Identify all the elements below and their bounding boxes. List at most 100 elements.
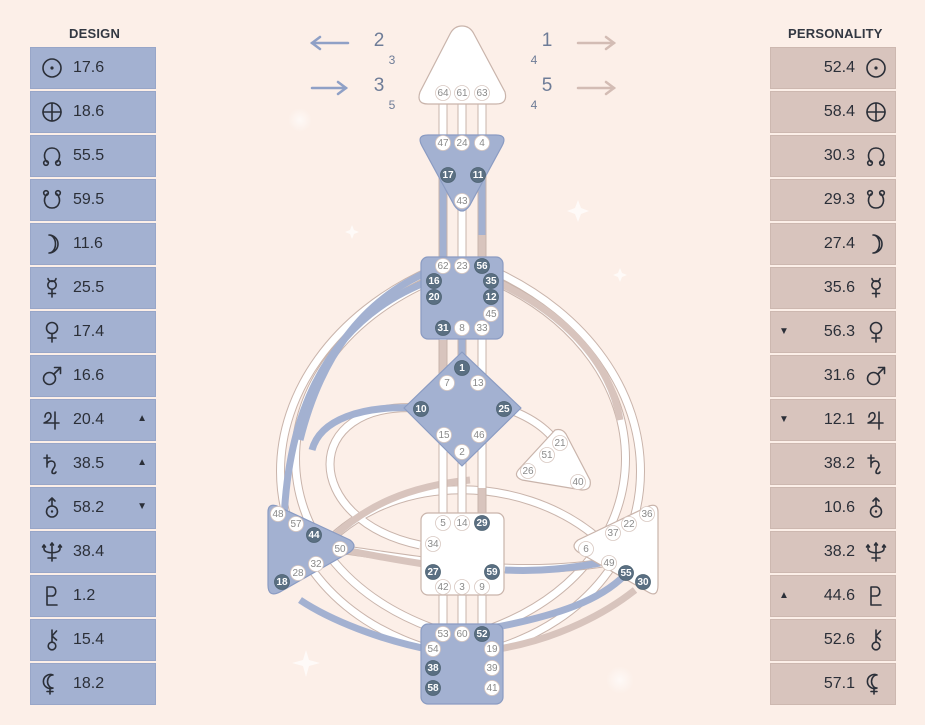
gate-34[interactable]: 34 [425, 536, 441, 552]
gate-63[interactable]: 63 [474, 85, 490, 101]
gate-59[interactable]: 59 [484, 564, 500, 580]
gate-number: 21 [554, 438, 566, 449]
personality-row-saturn[interactable]: 38.2 [770, 443, 896, 485]
gate-3[interactable]: 3 [454, 579, 470, 595]
gate-number: 17 [442, 170, 454, 181]
design-row-sun[interactable]: 17.6 [30, 47, 156, 89]
design-row-neptune[interactable]: 38.4 [30, 531, 156, 573]
gate-7[interactable]: 7 [439, 375, 455, 391]
gate-20[interactable]: 20 [426, 289, 442, 305]
gate-64[interactable]: 64 [435, 85, 451, 101]
gate-44[interactable]: 44 [306, 527, 322, 543]
personality-row-moon[interactable]: 27.4 [770, 223, 896, 265]
gate-11[interactable]: 11 [470, 167, 486, 183]
gate-56[interactable]: 56 [474, 258, 490, 274]
personality-row-south-node[interactable]: 29.3 [770, 179, 896, 221]
gate-48[interactable]: 48 [270, 506, 286, 522]
personality-row-lilith[interactable]: 57.1 [770, 663, 896, 705]
gate-29[interactable]: 29 [474, 515, 490, 531]
personality-row-sun[interactable]: 52.4 [770, 47, 896, 89]
personality-row-pluto[interactable]: 44.6▲ [770, 575, 896, 617]
design-row-north-node[interactable]: 55.5 [30, 135, 156, 177]
personality-row-mars[interactable]: 31.6 [770, 355, 896, 397]
design-row-chiron[interactable]: 15.4 [30, 619, 156, 661]
gate-50[interactable]: 50 [332, 541, 348, 557]
gate-24[interactable]: 24 [454, 135, 470, 151]
gate-35[interactable]: 35 [483, 273, 499, 289]
gate-52[interactable]: 52 [474, 626, 490, 642]
gate-6[interactable]: 6 [578, 541, 594, 557]
design-row-venus[interactable]: 17.4 [30, 311, 156, 353]
gate-32[interactable]: 32 [308, 556, 324, 572]
gate-45[interactable]: 45 [483, 306, 499, 322]
gate-25[interactable]: 25 [496, 401, 512, 417]
gate-42[interactable]: 42 [435, 579, 451, 595]
personality-row-uranus[interactable]: 10.6 [770, 487, 896, 529]
gate-28[interactable]: 28 [290, 565, 306, 581]
gate-33[interactable]: 33 [474, 320, 490, 336]
design-row-earth[interactable]: 18.6 [30, 91, 156, 133]
gate-39[interactable]: 39 [484, 660, 500, 676]
gate-61[interactable]: 61 [454, 85, 470, 101]
gate-15[interactable]: 15 [436, 427, 452, 443]
gate-47[interactable]: 47 [435, 135, 451, 151]
gate-10[interactable]: 10 [413, 401, 429, 417]
design-row-uranus[interactable]: 58.2▼ [30, 487, 156, 529]
gate-36[interactable]: 36 [639, 506, 655, 522]
gate-54[interactable]: 54 [425, 641, 441, 657]
gate-19[interactable]: 19 [484, 641, 500, 657]
design-row-lilith[interactable]: 18.2 [30, 663, 156, 705]
gate-60[interactable]: 60 [454, 626, 470, 642]
personality-row-neptune[interactable]: 38.2 [770, 531, 896, 573]
gate-57[interactable]: 57 [288, 516, 304, 532]
gate-4[interactable]: 4 [474, 135, 490, 151]
personality-row-mercury[interactable]: 35.6 [770, 267, 896, 309]
personality-row-chiron[interactable]: 52.6 [770, 619, 896, 661]
gate-23[interactable]: 23 [454, 258, 470, 274]
gate-8[interactable]: 8 [454, 320, 470, 336]
design-row-moon[interactable]: 11.6 [30, 223, 156, 265]
design-row-pluto[interactable]: 1.2 [30, 575, 156, 617]
design-row-mars[interactable]: 16.6 [30, 355, 156, 397]
design-row-jupiter[interactable]: 20.4▲ [30, 399, 156, 441]
gate-14[interactable]: 14 [454, 515, 470, 531]
design-row-mercury[interactable]: 25.5 [30, 267, 156, 309]
gate-21[interactable]: 21 [552, 435, 568, 451]
gate-58[interactable]: 58 [425, 680, 441, 696]
gate-38[interactable]: 38 [425, 660, 441, 676]
gate-37[interactable]: 37 [605, 525, 621, 541]
gate-26[interactable]: 26 [520, 463, 536, 479]
gate-16[interactable]: 16 [426, 273, 442, 289]
personality-row-north-node[interactable]: 30.3 [770, 135, 896, 177]
personality-row-jupiter[interactable]: 12.1▼ [770, 399, 896, 441]
gate-53[interactable]: 53 [435, 626, 451, 642]
gate-number: 42 [437, 582, 449, 593]
gate-5[interactable]: 5 [435, 515, 451, 531]
gate-43[interactable]: 43 [454, 193, 470, 209]
gate-51[interactable]: 51 [539, 447, 555, 463]
gate-40[interactable]: 40 [570, 474, 586, 490]
gate-62[interactable]: 62 [435, 258, 451, 274]
gate-13[interactable]: 13 [470, 375, 486, 391]
gate-number: 56 [476, 261, 488, 272]
gate-12[interactable]: 12 [483, 289, 499, 305]
gate-31[interactable]: 31 [435, 320, 451, 336]
gate-circle [474, 135, 490, 151]
gate-22[interactable]: 22 [621, 516, 637, 532]
design-row-saturn[interactable]: 38.5▲ [30, 443, 156, 485]
gate-27[interactable]: 27 [425, 564, 441, 580]
gate-49[interactable]: 49 [601, 555, 617, 571]
design-row-south-node[interactable]: 59.5 [30, 179, 156, 221]
gate-2[interactable]: 2 [454, 444, 470, 460]
gate-9[interactable]: 9 [474, 579, 490, 595]
gate-18[interactable]: 18 [274, 574, 290, 590]
gate-46[interactable]: 46 [471, 427, 487, 443]
gate-17[interactable]: 17 [440, 167, 456, 183]
gate-55[interactable]: 55 [618, 565, 634, 581]
personality-row-earth[interactable]: 58.4 [770, 91, 896, 133]
personality-row-venus[interactable]: 56.3▼ [770, 311, 896, 353]
gate-41[interactable]: 41 [484, 680, 500, 696]
planet-value: 17.4 [73, 323, 105, 340]
gate-1[interactable]: 1 [454, 360, 470, 376]
gate-30[interactable]: 30 [635, 574, 651, 590]
